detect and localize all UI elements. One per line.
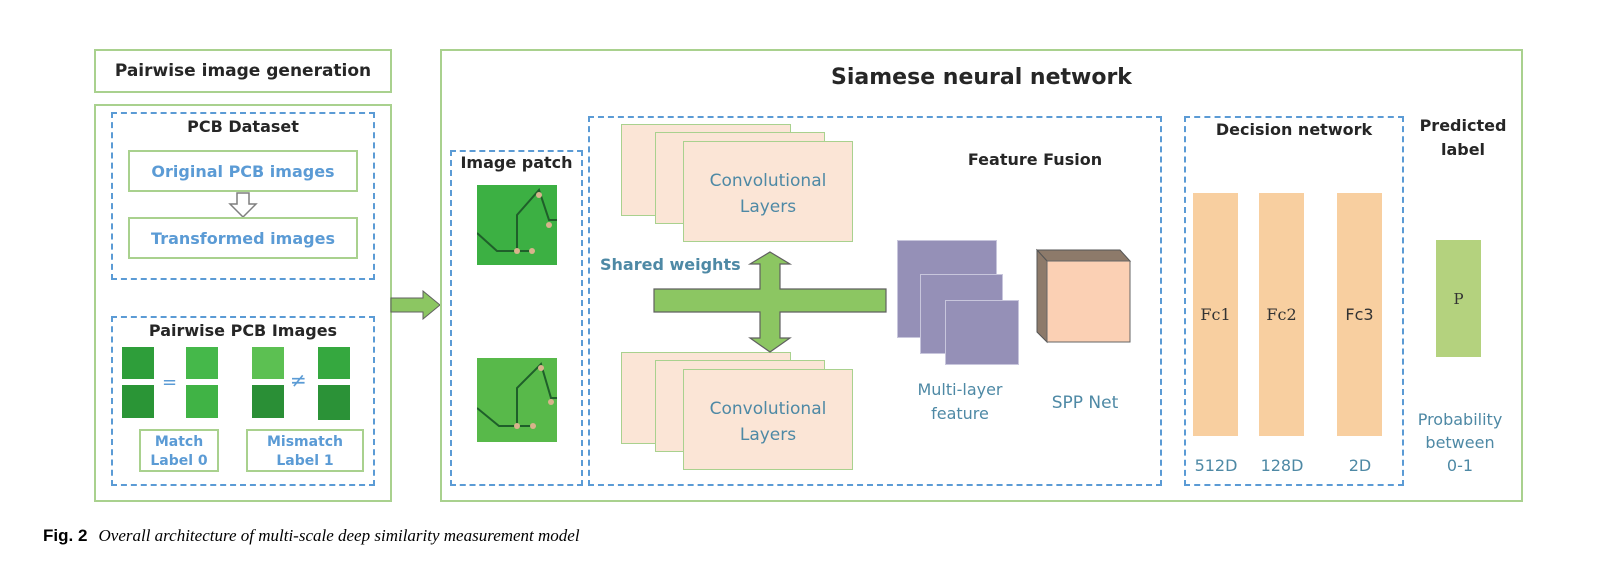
feature-fusion-group [588,116,1162,486]
decision-network-title: Decision network [1215,120,1373,139]
figure-label: Fig. 2 [43,526,88,545]
pairwise-generation-header: Pairwise image generation [94,49,392,93]
shared-weights-arrow-icon [653,251,887,353]
decision-network-group [1184,116,1404,486]
pcb-thumbnail [318,347,350,379]
mismatch-label-line2: Label 1 [276,453,334,469]
probability-desc-line2: between [1425,433,1495,452]
feature-map-front [945,300,1019,365]
predicted-title-line2: label [1440,140,1486,159]
spp-net-cube-icon [1036,248,1132,344]
pcb-thumbnail [186,385,218,418]
siamese-header: Siamese neural network [440,49,1523,106]
pcb-thumbnail [318,385,350,420]
pcb-dataset-title: PCB Dataset [187,117,299,136]
equal-sign: = [162,372,178,393]
pcb-thumbnail [186,347,218,379]
conv-bottom-line2: Layers [739,425,797,445]
feature-fusion-title: Feature Fusion [967,150,1103,169]
pairwise-pcb-title: Pairwise PCB Images [148,321,338,340]
match-label-box: Match Label 0 [139,429,219,472]
pcb-dataset-group [111,112,375,280]
image-patch-group [450,150,583,486]
shared-weights-label: Shared weights [600,255,741,274]
fc3-label: Fc3 [1345,305,1374,324]
fc2-layer: Fc2 [1259,193,1304,436]
fc2-label: Fc2 [1266,305,1297,324]
figure-caption: Fig. 2 Overall architecture of multi-sca… [43,526,580,546]
pcb-thumbnail [122,385,154,418]
image-patch-top [477,185,557,265]
not-equal-sign: ≠ [290,368,307,392]
pairwise-generation-title: Pairwise image generation [114,61,372,81]
mismatch-label-box: Mismatch Label 1 [246,429,364,472]
conv-bottom-line1: Convolutional [709,399,827,419]
probability-desc-line3: 0-1 [1446,456,1474,475]
fc3-dim: 2D [1348,456,1372,475]
conv-layers-top: Convolutional Layers [683,141,853,242]
transformed-images-box: Transformed images [128,217,358,259]
probability-label: P [1453,289,1464,308]
match-label-line2: Label 0 [150,453,208,469]
conv-top-line1: Convolutional [709,171,827,191]
pcb-thumbnail [252,347,284,379]
pcb-thumbnail [252,385,284,418]
multilayer-line1: Multi-layer [917,380,1003,399]
transformed-images-label: Transformed images [151,228,335,248]
fc2-dim: 128D [1260,456,1304,475]
mismatch-label-line1: Mismatch [266,434,344,450]
fc1-dim: 512D [1194,456,1238,475]
image-patch-bottom [477,358,557,442]
probability-box: P [1436,240,1481,357]
figure-caption-text: Overall architecture of multi-scale deep… [98,526,580,545]
predicted-title-line1: Predicted [1419,116,1507,135]
fc1-layer: Fc1 [1193,193,1238,436]
image-patch-title: Image patch [460,153,573,172]
siamese-title: Siamese neural network [831,65,1132,90]
probability-desc-line1: Probability [1417,410,1503,429]
fc1-label: Fc1 [1200,305,1231,324]
match-label-line1: Match [154,434,204,450]
pairwise-pcb-group [111,316,375,486]
original-images-box: Original PCB images [128,150,358,192]
right-arrow-icon [390,290,441,320]
fc3-layer: Fc3 [1337,193,1382,436]
conv-layers-bottom: Convolutional Layers [683,369,853,470]
spp-net-label: SPP Net [1051,393,1119,413]
down-arrow-icon [228,192,258,218]
original-images-label: Original PCB images [151,161,335,181]
conv-top-line2: Layers [739,197,797,217]
multilayer-line2: feature [931,404,989,423]
pcb-thumbnail [122,347,154,379]
